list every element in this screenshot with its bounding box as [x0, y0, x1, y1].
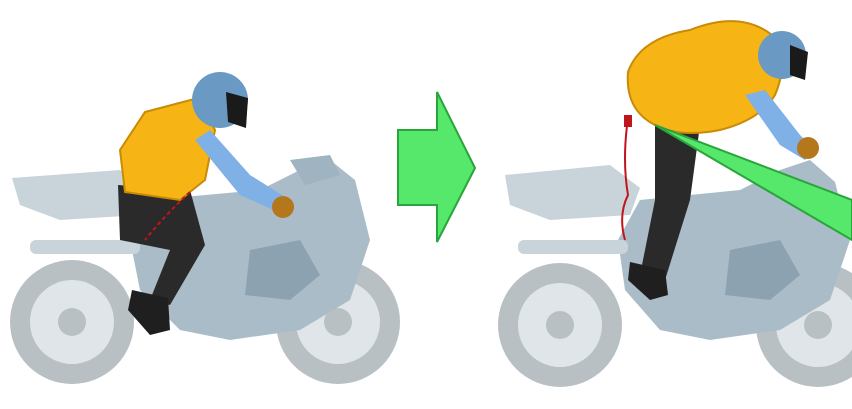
transition-arrow [398, 92, 475, 242]
left-motorcycle [10, 155, 400, 384]
right-glove [797, 137, 819, 159]
right-tail-section [505, 165, 640, 220]
right-inflated-vest [628, 21, 782, 133]
left-rider-scene [10, 72, 400, 384]
left-glove [272, 196, 294, 218]
right-rider-scene [498, 21, 852, 387]
